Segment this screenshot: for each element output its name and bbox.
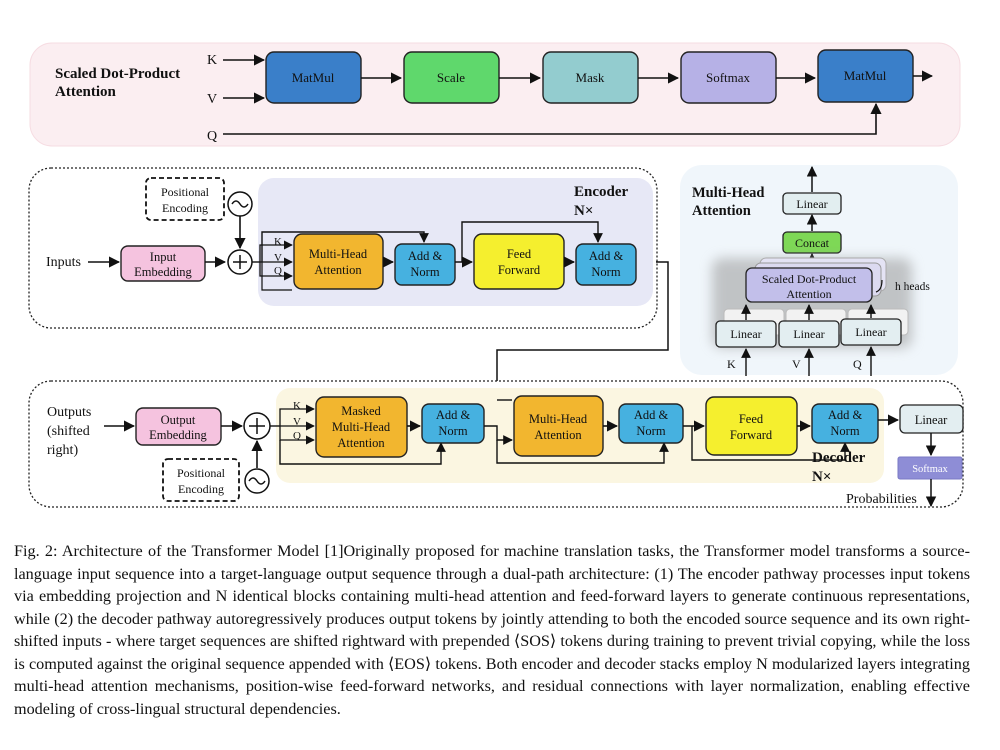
mha-linear-top-label: Linear [796,197,827,211]
mha-sdpa-box [745,267,873,303]
mha-v-label: V [792,357,801,371]
sdpa-mask-label: Mask [576,70,605,85]
sdpa-k-label: K [207,53,217,68]
mha-linear-v-box [778,320,840,348]
encoder-addnorm1-box [394,243,456,286]
encoder-ff-box [473,233,565,290]
decoder-mha-line1: Multi-Head [529,412,588,426]
decoder-masked-mha-line1: Masked [341,404,381,418]
sdpa-matmul2-label: MatMul [844,68,887,83]
encoder-addnorm1-line1: Add & [408,249,443,263]
sdpa-v-label: V [207,92,217,107]
mha-linear-q-label: Linear [855,325,886,339]
decoder-addnorm2-line1: Add & [634,408,669,422]
encoder-ff-line2: Forward [498,263,541,277]
decoder-nx: N× [812,469,831,485]
encoder-input-embedding-line2: Embedding [134,265,192,279]
encoder-positional-encoding-box [145,177,225,221]
decoder-ff-box [705,396,798,456]
mha-panel-title-line1: Multi-Head [692,185,765,201]
encoder-k-label: K [274,236,282,248]
decoder-title: Decoder [812,450,866,466]
decoder-outputs-line3: right) [47,443,78,458]
sdpa-q-label: Q [207,129,217,144]
decoder-outputs-line1: Outputs [47,405,91,420]
encoder-mha-line1: Multi-Head [309,247,368,261]
encoder-input-embedding-box [120,245,206,282]
sdpa-title-line1: Scaled Dot-Product [55,66,180,82]
mha-panel-title-line2: Attention [692,203,751,219]
decoder-probabilities-label: Probabilities [846,492,917,507]
encoder-inputs-label: Inputs [46,255,81,270]
sdpa-softmax-label: Softmax [706,70,751,85]
decoder-q-label: Q [293,430,301,442]
encoder-addnorm1-line2: Norm [410,265,439,279]
mha-linear-k-box [715,320,777,348]
encoder-mha-box [293,233,384,290]
mha-sdpa-line1: Scaled Dot-Product [762,272,857,286]
decoder-addnorm2-line2: Norm [636,424,665,438]
decoder-masked-mha-box [315,396,408,458]
decoder-positional-encoding-box [162,458,240,502]
mha-concat-label: Concat [795,236,830,250]
decoder-addnorm3-line2: Norm [830,424,859,438]
encoder-addnorm2-box [575,243,637,286]
encoder-input-embedding-line1: Input [150,250,177,264]
decoder-masked-mha-line2: Multi-Head [332,420,391,434]
mha-linear-k-label: Linear [730,327,761,341]
sdpa-matmul1-label: MatMul [292,70,335,85]
decoder-linear-label: Linear [915,413,948,427]
figure-caption: Fig. 2: Architecture of the Transformer … [14,542,970,718]
decoder-k-label: K [293,400,301,412]
encoder-mha-line2: Attention [314,263,362,277]
mha-linear-v-label: Linear [793,327,824,341]
mha-sdpa-line2: Attention [786,287,831,301]
sdpa-scale-label: Scale [437,70,465,85]
decoder-positional-line1: Positional [177,466,226,480]
decoder-ff-line2: Forward [730,428,773,442]
decoder-output-embedding-line2: Embedding [149,428,207,442]
decoder-outputs-line2: (shifted [47,424,90,439]
encoder-v-label: V [274,252,282,264]
decoder-mha-box [513,395,604,457]
encoder-q-label: Q [274,265,282,277]
decoder-addnorm1-line2: Norm [438,424,467,438]
decoder-mha-line2: Attention [534,428,582,442]
decoder-positional-line2: Encoding [178,482,224,496]
decoder-addnorm1-box [421,403,485,444]
decoder-softmax-box [897,456,963,480]
encoder-positional-line1: Positional [161,185,210,199]
mha-linear-q-box [840,318,902,346]
encoder-addnorm2-line1: Add & [589,249,624,263]
sdpa-title-line2: Attention [55,84,116,100]
decoder-output-embedding-line1: Output [161,413,196,427]
decoder-ff-line1: Feed [739,412,764,426]
decoder-softmax-label: Softmax [912,464,948,475]
decoder-addnorm1-line1: Add & [436,408,471,422]
decoder-addnorm3-line1: Add & [828,408,863,422]
decoder-v-label: V [293,416,301,428]
encoder-positional-line2: Encoding [162,201,208,215]
mha-heads-label: h heads [895,281,930,293]
transformer-diagram: Scaled Dot-Product Attention K V Q MatMu… [28,42,964,508]
mha-q-label: Q [853,357,862,371]
encoder-addnorm2-line2: Norm [591,265,620,279]
decoder-addnorm3-box [811,403,879,444]
encoder-ff-line1: Feed [507,247,532,261]
decoder-addnorm2-box [618,403,684,444]
encoder-title: Encoder [574,184,629,200]
mha-k-label: K [727,357,736,371]
decoder-masked-mha-line3: Attention [337,436,385,450]
encoder-nx: N× [574,203,593,219]
